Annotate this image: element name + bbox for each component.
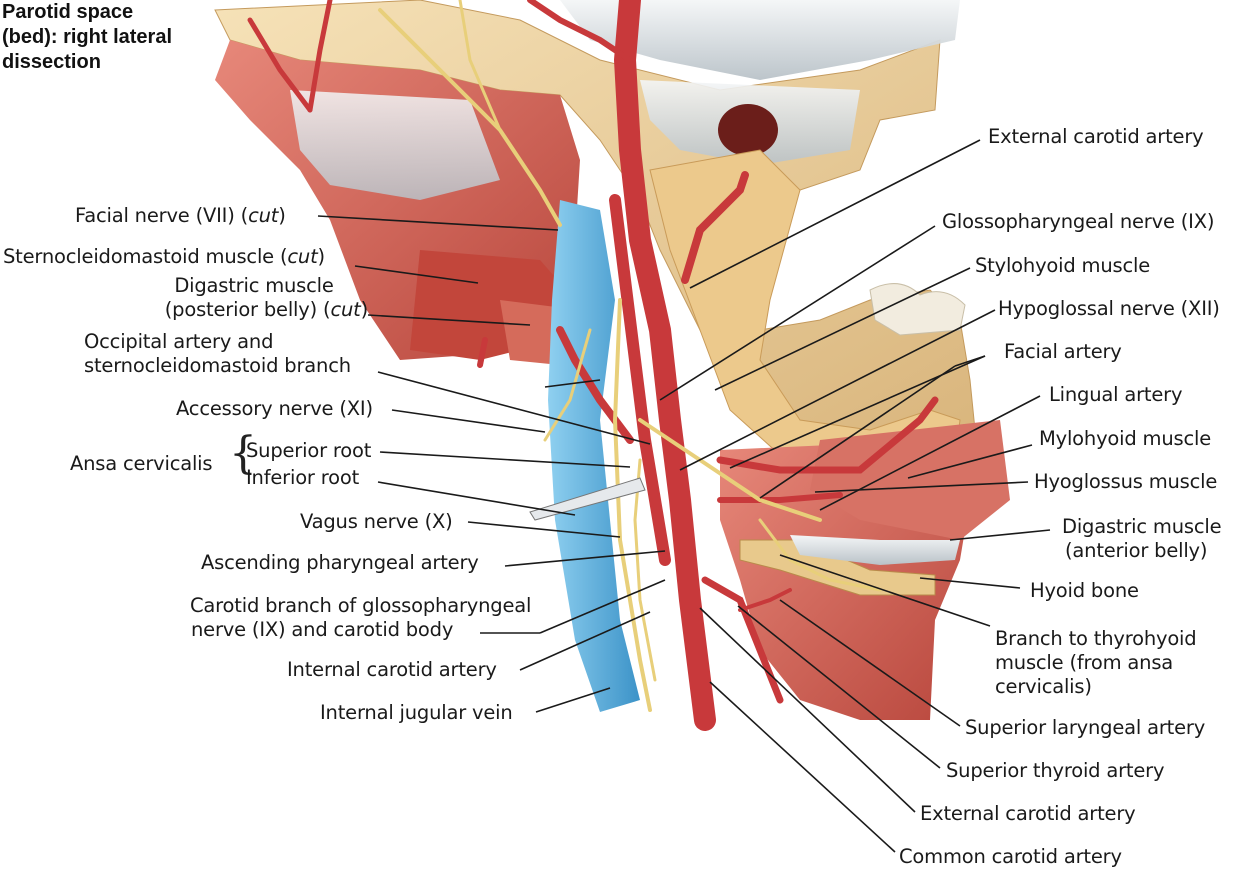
teeth xyxy=(869,283,966,336)
label-digastric-posterior: Digastric muscle (posterior belly) (cut) xyxy=(164,274,368,321)
label-external-carotid-bottom: External carotid artery xyxy=(920,802,1136,825)
retractor xyxy=(529,477,646,521)
ansa-brace: { xyxy=(229,428,257,479)
mandible xyxy=(649,149,961,471)
label-facial-artery: Facial artery xyxy=(1004,340,1122,363)
label-inferior-root: Inferior root xyxy=(246,466,360,489)
arteries xyxy=(247,0,939,731)
foramen xyxy=(718,104,778,156)
facial-nerve-branch xyxy=(458,0,502,132)
nerves xyxy=(378,0,882,712)
scalp-vessel-1 xyxy=(307,0,333,113)
label-vagus-nerve: Vagus nerve (X) xyxy=(300,510,453,533)
label-mylohyoid: Mylohyoid muscle xyxy=(1039,427,1211,450)
label-common-carotid: Common carotid artery xyxy=(899,845,1122,868)
label-sternocleidomastoid: Sternocleidomastoid muscle (cut) xyxy=(3,245,325,268)
title-line-1: Parotid space xyxy=(2,1,134,23)
label-occipital-artery: Occipital artery and sternocleidomastoid… xyxy=(84,330,351,377)
label-accessory-nerve: Accessory nerve (XI) xyxy=(176,397,373,420)
temporal-vessel xyxy=(527,0,633,63)
label-ansa-cervicalis: Ansa cervicalis xyxy=(70,452,213,475)
mylohyoid-region xyxy=(810,420,1010,540)
hypoglossal-trunk xyxy=(638,418,822,522)
thyrohyoid-branch xyxy=(758,518,882,592)
label-superior-root: Superior root xyxy=(246,439,372,462)
internal-jugular-vein xyxy=(548,200,640,712)
label-internal-jugular: Internal jugular vein xyxy=(320,701,513,724)
facial-vessel xyxy=(716,396,939,474)
label-hyoglossus: Hyoglossus muscle xyxy=(1034,470,1218,493)
occipital-cut-stub xyxy=(477,337,488,368)
label-external-carotid-top: External carotid artery xyxy=(988,125,1204,148)
accessory-trunk xyxy=(543,328,592,442)
common-carotid-vessel xyxy=(613,0,716,731)
vagus-trunk xyxy=(612,298,652,712)
label-glossopharyngeal: Glossopharyngeal nerve (IX) xyxy=(942,210,1215,233)
scm-tendon xyxy=(290,90,500,200)
label-superior-laryngeal: Superior laryngeal artery xyxy=(965,716,1206,739)
upper-tendon xyxy=(560,0,960,80)
label-superior-thyroid: Superior thyroid artery xyxy=(946,759,1165,782)
label-carotid-branch: Carotid branch of glossopharyngeal nerve… xyxy=(190,594,532,641)
superior-laryngeal-vessel xyxy=(738,588,792,612)
external-carotid-branch xyxy=(681,171,749,284)
label-lingual-artery: Lingual artery xyxy=(1049,383,1183,406)
lingual-vessel xyxy=(717,492,843,503)
label-thyrohyoid-branch: Branch to thyrohyoid muscle (from ansa c… xyxy=(995,627,1197,698)
figure-title: Parotid space (bed): right lateral disse… xyxy=(2,0,172,75)
leader-lines xyxy=(317,139,1051,853)
title-line-2: (bed): right lateral xyxy=(2,26,173,48)
title-line-3: dissection xyxy=(2,51,101,73)
label-stylohyoid: Stylohyoid muscle xyxy=(975,254,1150,277)
label-hypoglossal: Hypoglossal nerve (XII) xyxy=(998,297,1220,320)
label-digastric-anterior: Digastric muscle (anterior belly) xyxy=(1062,515,1222,562)
scalp-vessel-2 xyxy=(247,17,313,113)
digastric-anterior-tendon xyxy=(790,535,960,565)
label-facial-nerve: Facial nerve (VII) (cut) xyxy=(75,204,286,227)
internal-carotid-vessel xyxy=(609,194,671,566)
label-internal-carotid: Internal carotid artery xyxy=(287,658,497,681)
label-hyoid-bone: Hyoid bone xyxy=(1030,579,1139,602)
label-ascending-pharyngeal: Ascending pharyngeal artery xyxy=(201,551,479,574)
